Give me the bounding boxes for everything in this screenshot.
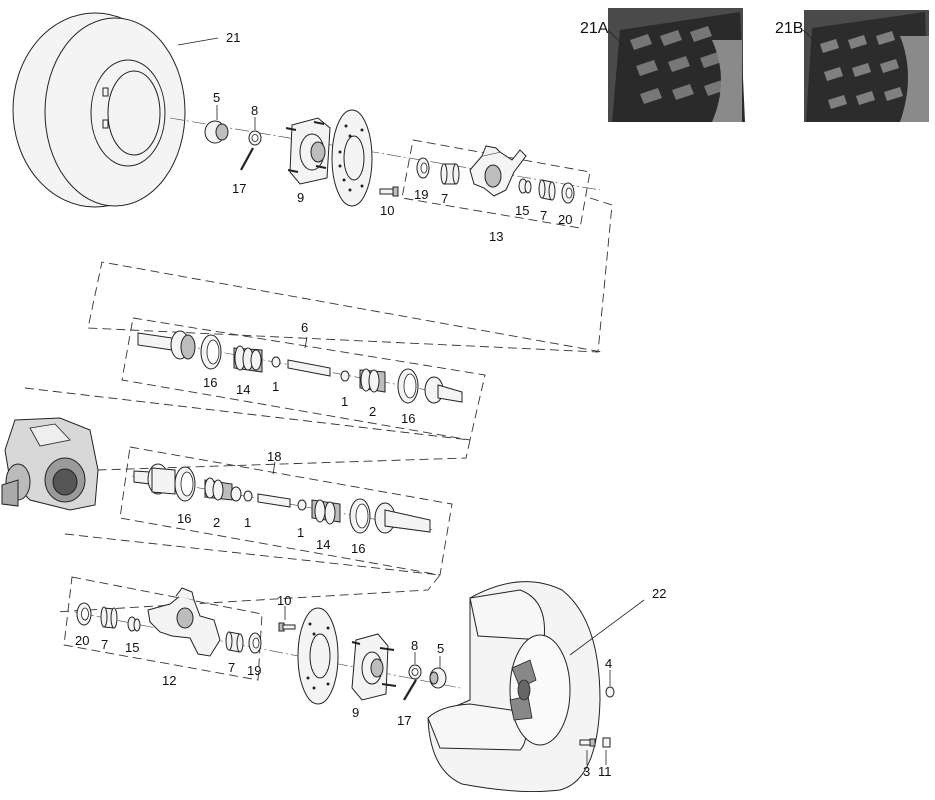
- label-4: 4: [605, 656, 612, 671]
- tread-photo-icon: [608, 8, 745, 122]
- label-7d: 7: [228, 660, 235, 675]
- label-8b: 8: [411, 638, 418, 653]
- bearing-icon: [538, 179, 556, 201]
- label-1b: 1: [341, 394, 348, 409]
- valve-icon: [579, 737, 611, 748]
- washer-icon: [408, 664, 422, 680]
- label-5: 5: [213, 90, 220, 105]
- label-3: 3: [583, 764, 590, 779]
- label-19b: 19: [247, 663, 261, 678]
- differential-icon: [1, 417, 99, 511]
- seal-icon: [76, 602, 92, 626]
- bolt-icon: [379, 186, 399, 197]
- label-20b: 20: [75, 633, 89, 648]
- label-16d: 16: [351, 541, 365, 556]
- label-5b: 5: [437, 641, 444, 656]
- label-22: 22: [652, 586, 666, 601]
- seal-icon: [416, 157, 430, 179]
- bearing-icon: [225, 631, 244, 653]
- axle-shaft-icon: [137, 330, 463, 404]
- label-21b: 21B: [775, 20, 803, 37]
- label-2: 2: [369, 404, 376, 419]
- label-14: 14: [236, 382, 250, 397]
- bearing-icon: [100, 606, 118, 629]
- label-20: 20: [558, 212, 572, 227]
- label-10: 10: [380, 203, 394, 218]
- label-16c: 16: [177, 511, 191, 526]
- label-14b: 14: [316, 537, 330, 552]
- seal-icon: [561, 182, 575, 204]
- label-13: 13: [489, 229, 503, 244]
- valve-cap-icon: [605, 686, 615, 698]
- knuckle-icon: [147, 587, 221, 657]
- label-16b: 16: [401, 411, 415, 426]
- washer-icon: [248, 130, 262, 146]
- label-6: 6: [301, 320, 308, 335]
- label-21a: 21A: [580, 20, 609, 37]
- label-7: 7: [441, 191, 448, 206]
- label-19: 19: [414, 187, 428, 202]
- knuckle-icon: [469, 145, 527, 197]
- label-15: 15: [515, 203, 529, 218]
- label-9b: 9: [352, 705, 359, 720]
- hub-icon: [285, 117, 331, 185]
- label-1d: 1: [297, 525, 304, 540]
- label-2b: 2: [213, 515, 220, 530]
- label-10b: 10: [277, 593, 291, 608]
- label-15b: 15: [125, 640, 139, 655]
- hub-nut-icon: [204, 120, 229, 144]
- bearing-icon: [440, 163, 460, 185]
- label-11: 11: [598, 764, 612, 779]
- label-8: 8: [251, 103, 258, 118]
- label-21: 21: [226, 30, 240, 45]
- hub-nut-icon: [429, 667, 447, 689]
- label-7c: 7: [101, 637, 108, 652]
- hub-icon: [351, 633, 397, 701]
- brake-disc-icon: [331, 109, 373, 207]
- label-17: 17: [232, 181, 246, 196]
- label-9: 9: [297, 190, 304, 205]
- bolt-icon: [278, 622, 296, 632]
- bearing-icon: [518, 178, 532, 194]
- bearing-icon: [127, 616, 141, 632]
- label-1c: 1: [244, 515, 251, 530]
- brake-disc-icon: [297, 607, 339, 705]
- tire-icon: [12, 12, 219, 208]
- axle-shaft-icon: [133, 463, 431, 534]
- label-17b: 17: [397, 713, 411, 728]
- label-1: 1: [272, 379, 279, 394]
- label-7b: 7: [540, 208, 547, 223]
- label-16: 16: [203, 375, 217, 390]
- label-18: 18: [267, 449, 281, 464]
- seal-icon: [248, 632, 262, 654]
- tread-photo-icon: [804, 10, 929, 122]
- wheel-rim-icon: [427, 581, 601, 793]
- label-12: 12: [162, 673, 176, 688]
